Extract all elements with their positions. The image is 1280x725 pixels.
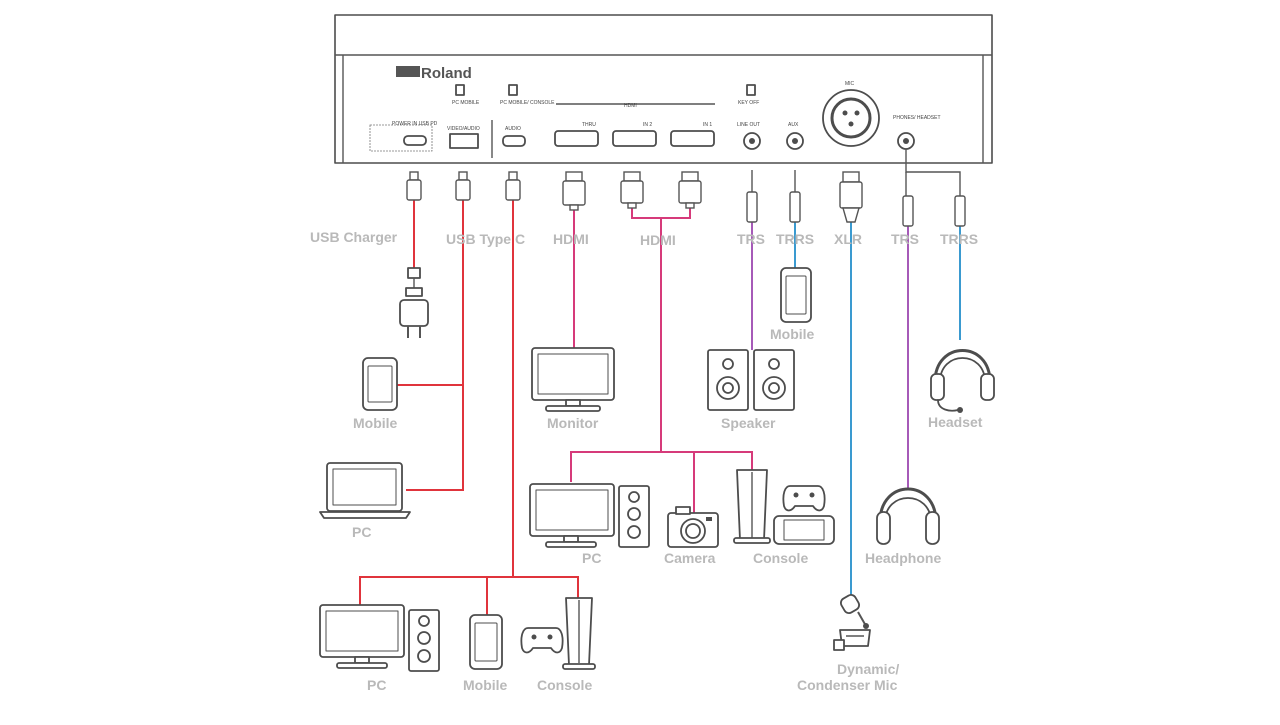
pc-console-label: PC MOBILE/ CONSOLE (500, 100, 555, 106)
usb-c-plug-icon (505, 171, 521, 201)
hdmi-plug-icon (562, 171, 586, 211)
hdmi-plug-icon (620, 171, 644, 209)
usb-c-cable-1 (406, 200, 464, 491)
pc-console-switch (508, 84, 518, 96)
microphone-icon (833, 594, 871, 651)
hdmi-in-cable (631, 208, 691, 219)
hdmi-in2-port (612, 130, 657, 147)
usb-audio-port (502, 135, 526, 147)
console-icon (733, 469, 771, 544)
pc-usb2-label: PC (367, 677, 386, 693)
in1-label: IN 1 (703, 122, 712, 128)
brand-logo: Roland (421, 65, 472, 82)
trs-plug-icon (902, 172, 914, 227)
hdmi-in-label: HDMI (640, 232, 676, 248)
plugs (406, 170, 966, 227)
pc-mobile-label: PC MOBILE (452, 100, 480, 106)
console-icon (562, 597, 596, 670)
speaker-icon (707, 349, 795, 411)
laptop-icon (319, 462, 411, 519)
headphone-label: Headphone (865, 550, 941, 566)
mobile-usb2-label: Mobile (463, 677, 508, 693)
switch-icon (773, 515, 835, 545)
pc-hdmi-label: PC (582, 550, 601, 566)
key-off-switch (746, 84, 756, 96)
power-port (403, 135, 427, 146)
line-out-label: LINE OUT (737, 122, 760, 128)
trrs-plug-icon (789, 170, 801, 223)
pc-icon (319, 604, 440, 672)
power-label: POWER IN USB PD (392, 121, 438, 127)
usb-type-c-label: USB Type C (446, 231, 525, 247)
mobile-icon (469, 614, 503, 670)
xlr-plug-icon (839, 171, 863, 223)
gamepad-icon (782, 485, 826, 512)
hdmi-in1-port (670, 130, 715, 147)
trs-line-label: TRS (737, 231, 765, 247)
hdmi-group-label: HDMI (624, 103, 637, 109)
camera-label: Camera (664, 550, 716, 566)
audio-label: AUDIO (505, 126, 521, 132)
gamepad-icon (520, 627, 564, 654)
usb-c-plug-icon (455, 171, 471, 201)
trrs-headset-label: TRRS (940, 231, 978, 247)
speaker-label: Speaker (721, 415, 776, 431)
usb-video-audio-port (449, 133, 479, 149)
trs-plug-icon (746, 170, 758, 223)
cables (359, 149, 961, 615)
aux-label: AUX (788, 122, 799, 128)
usb-charger-label: USB Charger (310, 229, 398, 245)
pc-icon (529, 483, 650, 548)
rear-panel: Roland POWER IN USB PD PC MOBILE VIDEO/A… (334, 14, 993, 164)
mic-label-line2: Condenser Mic (797, 677, 898, 693)
mic-label: MIC (845, 81, 855, 87)
brand-logo-mark (396, 66, 420, 77)
monitor-label: Monitor (547, 415, 599, 431)
key-off-label: KEY OFF (738, 100, 759, 106)
xlr-label: XLR (834, 231, 862, 247)
phones-label: PHONES/ HEADSET (893, 115, 941, 121)
usb-charger-icon (399, 267, 429, 338)
mic-label-line1: Dynamic/ (837, 661, 899, 677)
thru-label: THRU (582, 122, 596, 128)
console-hdmi-label: Console (753, 550, 808, 566)
pc-mobile-switch (455, 84, 465, 96)
console-usb2-label: Console (537, 677, 592, 693)
trrs-aux-label: TRRS (776, 231, 814, 247)
camera-icon (667, 506, 719, 548)
trrs-plug-icon (954, 182, 966, 227)
mobile-icon (362, 357, 398, 411)
headset-icon (930, 349, 995, 413)
hdmi-out-label: HDMI (553, 231, 589, 247)
hdmi-thru-port (554, 130, 599, 147)
mobile-usb-label: Mobile (353, 415, 398, 431)
video-audio-label: VIDEO/AUDIO (447, 126, 480, 132)
trs-phones-label: TRS (891, 231, 919, 247)
pc-usb-label: PC (352, 524, 371, 540)
mobile-aux-label: Mobile (770, 326, 815, 342)
hdmi-plug-icon (678, 171, 702, 209)
monitor-icon (531, 347, 615, 412)
headphone-icon (876, 487, 940, 545)
usb-c-plug-icon (406, 171, 422, 201)
cable-labels: USB Charger USB Type C HDMI HDMI TRS TRR… (310, 229, 978, 248)
in2-label: IN 2 (643, 122, 652, 128)
mobile-icon (780, 267, 812, 323)
headset-label: Headset (928, 414, 983, 430)
